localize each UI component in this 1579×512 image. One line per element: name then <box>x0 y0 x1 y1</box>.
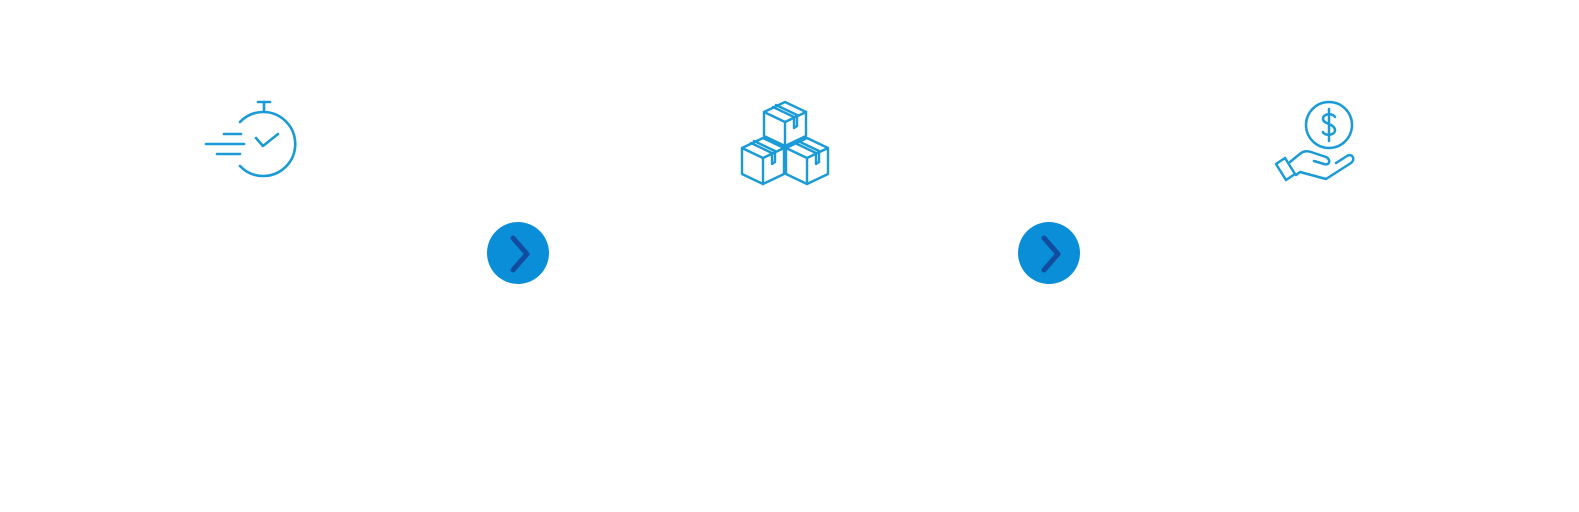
arrow-circle <box>487 222 549 284</box>
next-step-arrow-button[interactable] <box>487 222 549 284</box>
arrow-circle <box>1018 222 1080 284</box>
hand-holding-dollar-coin-icon <box>1268 96 1364 192</box>
chevron-right-icon <box>1041 235 1061 273</box>
next-step-arrow-button[interactable] <box>1018 222 1080 284</box>
stacked-boxes-icon <box>736 96 836 190</box>
chevron-right-icon <box>510 235 530 273</box>
fast-delivery-stopwatch-icon <box>200 96 304 182</box>
